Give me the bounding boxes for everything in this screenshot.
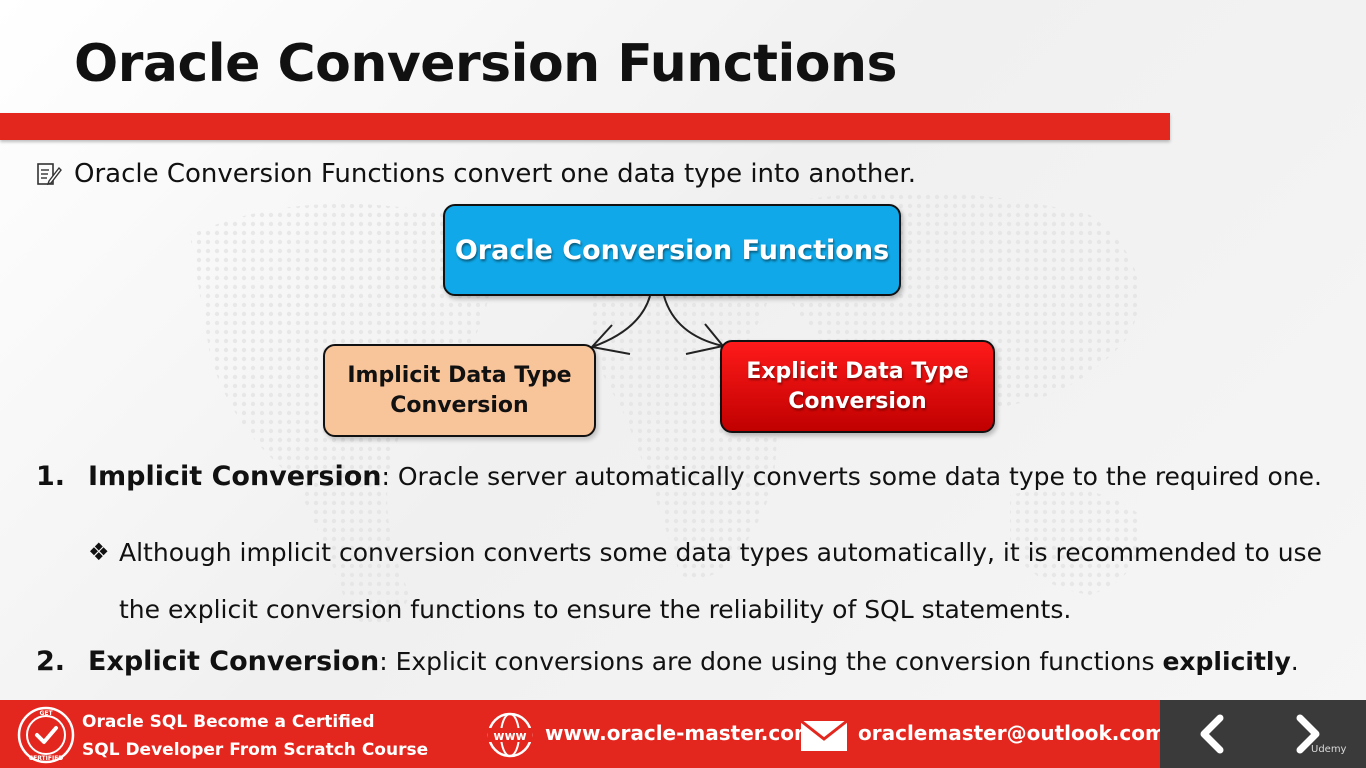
globe-www-icon: www [487, 712, 533, 758]
diagram-explicit-box: Explicit Data Type Conversion [720, 340, 995, 433]
point-text: Oracle server automatically converts som… [389, 462, 1322, 491]
footer-nav-panel [1160, 700, 1366, 768]
point-end: . [1290, 647, 1299, 676]
diagram-implicit-box: Implicit Data Type Conversion [323, 344, 596, 437]
previous-slide-chevron-icon[interactable] [1192, 712, 1236, 756]
point-colon: : [379, 647, 388, 676]
point-number: 1. [36, 461, 66, 492]
note-edit-icon [37, 163, 62, 186]
intro-line: Oracle Conversion Functions convert one … [36, 156, 916, 192]
diagram-explicit-label-line1: Explicit Data Type [746, 358, 969, 384]
diagram-implicit-label-line1: Implicit Data Type [347, 362, 572, 388]
intro-text: Oracle Conversion Functions convert one … [74, 159, 916, 189]
course-title-line2: SQL Developer From Scratch Course [82, 740, 429, 760]
course-title-line1: Oracle SQL Become a Certified [82, 712, 375, 732]
email-link[interactable]: oraclemaster@outlook.com [858, 721, 1166, 745]
next-slide-chevron-icon[interactable] [1286, 712, 1330, 756]
udemy-watermark: Udemy [1311, 744, 1347, 755]
diamond-bullet-icon: ❖ [88, 538, 110, 566]
point-content: Implicit Conversion: Oracle server autom… [88, 461, 1322, 492]
point-number: 2. [36, 646, 66, 677]
sub-point-line1: Although implicit conversion converts so… [119, 538, 1322, 567]
badge-bottom-text: CERTIFIED [29, 755, 64, 762]
diagram-implicit-label-line2: Conversion [390, 392, 529, 418]
mail-envelope-icon [800, 720, 848, 751]
diagram-explicit-label-line2: Conversion [788, 388, 927, 414]
point-emphasis: explicitly [1162, 647, 1291, 676]
point-lead: Implicit Conversion [88, 461, 382, 492]
certified-badge-icon: GET CERTIFIED [17, 706, 75, 764]
diagram-root-box: Oracle Conversion Functions [443, 204, 901, 296]
title-underline-bar [0, 113, 1170, 140]
point-colon: : [381, 462, 390, 491]
course-title: Oracle SQL Become a Certified SQL Develo… [82, 708, 428, 764]
point-content: Explicit Conversion: Explicit conversion… [88, 646, 1299, 677]
footer-bar: GET CERTIFIED Oracle SQL Become a Certif… [0, 700, 1366, 768]
slide-title: Oracle Conversion Functions [74, 34, 897, 94]
www-label: www [493, 729, 526, 743]
sub-point-line2: the explicit conversion functions to ens… [119, 595, 1072, 624]
diagram-root-label: Oracle Conversion Functions [454, 234, 890, 266]
badge-top-text: GET [39, 710, 53, 717]
point-lead: Explicit Conversion [88, 646, 380, 677]
point-text: Explicit conversions are done using the … [387, 647, 1163, 676]
website-link[interactable]: www.oracle-master.com [545, 721, 815, 745]
